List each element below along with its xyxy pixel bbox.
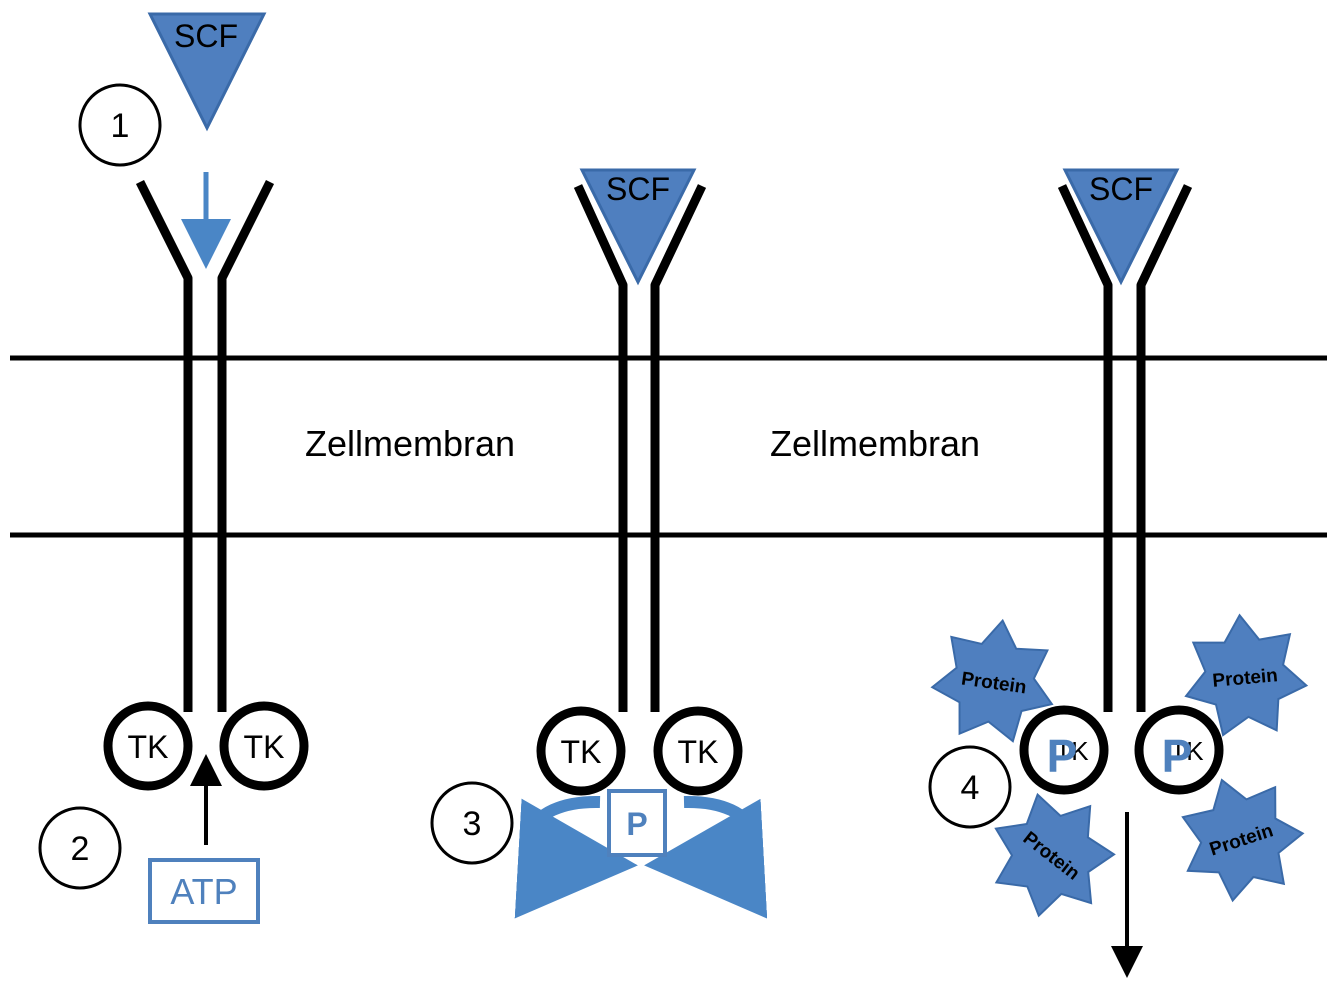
receptor-3-right-chain xyxy=(1136,184,1193,712)
receptor-3-kinases: TK TK P P xyxy=(1019,705,1224,795)
protein-bottom-right: Protein xyxy=(1181,778,1305,903)
scf-label-1: SCF xyxy=(174,18,238,54)
atp-box xyxy=(148,858,260,924)
protein-top-left: Protein xyxy=(930,618,1054,743)
transphosphorylation-arrow-right xyxy=(644,795,768,919)
kinase-label-3b: TK xyxy=(1170,736,1204,766)
step-2-circle xyxy=(38,806,122,890)
scf-label-2: SCF xyxy=(606,171,670,207)
phosphate-on-kinase-3a: P xyxy=(1047,730,1078,782)
kinase-label-2b: TK xyxy=(678,734,719,770)
step-1-label: 1 xyxy=(111,107,130,145)
receptor-1-right-chain xyxy=(217,179,275,712)
kinase-label-1a: TK xyxy=(128,729,169,765)
receptor-2-right-chain xyxy=(650,184,707,712)
atp-label: ATP xyxy=(170,871,237,912)
receptor-1: TK TK xyxy=(103,179,309,791)
kinase-domain-1b xyxy=(219,701,309,791)
protein-shape xyxy=(1184,613,1309,737)
phosphate-label: P xyxy=(626,806,647,842)
scf-ligand-shape xyxy=(147,12,267,132)
protein-top-right: Protein xyxy=(1184,613,1309,737)
kinase-label-1b: TK xyxy=(244,729,285,765)
kinase-domain-1a xyxy=(103,701,193,791)
kinase-domain-3a xyxy=(1019,705,1109,795)
receptor-3 xyxy=(1057,184,1193,712)
protein-shape xyxy=(930,618,1054,743)
receptor-1-left-chain xyxy=(135,179,193,712)
receptor-3-left-chain xyxy=(1057,184,1113,712)
step-2-label: 2 xyxy=(71,830,90,868)
step-3-label: 3 xyxy=(463,805,482,843)
phosphate-box xyxy=(607,789,667,857)
scf-label-3: SCF xyxy=(1089,171,1153,207)
protein-shape xyxy=(994,792,1116,918)
receptor-2-left-chain xyxy=(573,184,628,712)
step-3-circle xyxy=(430,781,514,865)
step-4-circle xyxy=(928,745,1012,829)
membrane-label-right: Zellmembran xyxy=(770,423,980,464)
receptor-2: TK TK xyxy=(536,184,743,796)
kinase-domain-3b xyxy=(1134,705,1224,795)
step-1-circle xyxy=(78,83,162,167)
protein-shape xyxy=(1181,778,1305,903)
kinase-domain-2b xyxy=(653,706,743,796)
scf-ligand-shape-2 xyxy=(579,168,697,286)
scf-ligand-free: SCF xyxy=(147,12,267,132)
step-4-label: 4 xyxy=(961,769,980,807)
phosphate-on-kinase-3b: P xyxy=(1162,730,1193,782)
scf-ligand-shape-3 xyxy=(1062,168,1180,286)
protein-bottom-left: Protein xyxy=(994,792,1116,918)
transphosphorylation-arrow-left xyxy=(514,795,638,919)
scf-ligand-bound-2: SCF xyxy=(579,168,697,286)
membrane-label-left: Zellmembran xyxy=(305,423,515,464)
kinase-domain-2a xyxy=(536,706,626,796)
kinase-label-3a: TK xyxy=(1055,736,1089,766)
kinase-label-2a: TK xyxy=(561,734,602,770)
scf-ligand-bound-3: SCF xyxy=(1062,168,1180,286)
